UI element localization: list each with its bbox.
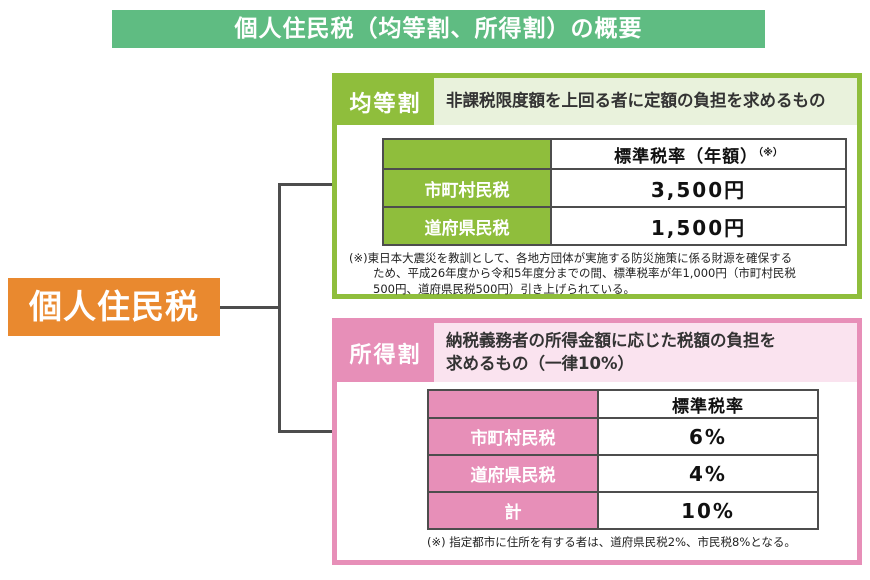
table-header-rate-cell: 標準税率（年額）（※）	[550, 138, 847, 170]
table-row: 道府県民税 4%	[427, 454, 819, 493]
kintowari-label: 均等割	[337, 78, 434, 125]
table-row: 計 10%	[427, 491, 819, 530]
shotokuwari-table: 標準税率 市町村民税 6% 道府県民税 4% 計 10%	[427, 389, 819, 530]
connector-vertical	[278, 183, 281, 433]
footnote-line: 500円、道府県民税500円）引き上げられている。	[373, 281, 636, 296]
rate-header-label: 標準税率（年額）	[614, 146, 759, 167]
table-header-empty-cell	[382, 138, 552, 170]
kintowari-table: 標準税率（年額）（※） 市町村民税 3,500円 道府県民税 1,500円	[382, 138, 847, 246]
table-header-row: 標準税率	[427, 389, 819, 419]
row-value: 3,500円	[550, 168, 847, 208]
table-row: 道府県民税 1,500円	[382, 206, 847, 246]
kintowari-section: 均等割 非課税限度額を上回る者に定額の負担を求めるもの 標準税率（年額）（※） …	[332, 73, 862, 299]
footnote-line: ため、平成26年度から令和5年度分までの間、標準税率が年1,000円（市町村民税	[373, 266, 796, 281]
table-header-rate-cell: 標準税率	[597, 389, 819, 419]
rate-header-label: 標準税率	[672, 396, 744, 417]
kintowari-description: 非課税限度額を上回る者に定額の負担を求めるもの	[434, 78, 857, 125]
footnote-line: (※)東日本大震災を教訓として、各地方団体が実施する防災施策に係る財源を確保する	[349, 251, 793, 265]
shotokuwari-description-line: 求めるもの（一律10%）	[446, 353, 634, 373]
table-row: 市町村民税 6%	[427, 417, 819, 456]
connector-branch-top	[281, 183, 332, 186]
row-label: 道府県民税	[382, 206, 552, 246]
shotokuwari-footnote: (※) 指定都市に住所を有する者は、道府県民税2%、市民税8%となる。	[427, 535, 796, 549]
connector-branch-bottom	[281, 430, 332, 433]
table-header-row: 標準税率（年額）（※）	[382, 138, 847, 170]
row-value: 1,500円	[550, 206, 847, 246]
shotokuwari-label: 所得割	[337, 323, 434, 382]
row-label: 市町村民税	[382, 168, 552, 208]
row-label: 市町村民税	[427, 417, 599, 456]
rate-header-note: （※）	[758, 146, 783, 158]
page-title: 個人住民税（均等割、所得割）の概要	[112, 10, 765, 48]
table-row: 市町村民税 3,500円	[382, 168, 847, 208]
row-value: 4%	[597, 454, 819, 493]
row-value: 10%	[597, 491, 819, 530]
kintowari-footnote: (※)東日本大震災を教訓として、各地方団体が実施する防災施策に係る財源を確保する…	[349, 251, 854, 297]
row-label: 計	[427, 491, 599, 530]
root-node-kojin-juminzei: 個人住民税	[8, 278, 220, 336]
table-header-empty-cell	[427, 389, 599, 419]
row-value: 6%	[597, 417, 819, 456]
shotokuwari-description: 納税義務者の所得金額に応じた税額の負担を 求めるもの（一律10%）	[434, 323, 857, 382]
shotokuwari-header: 所得割 納税義務者の所得金額に応じた税額の負担を 求めるもの（一律10%）	[337, 323, 857, 382]
connector-root-horizontal	[220, 306, 278, 309]
kintowari-description-text: 非課税限度額を上回る者に定額の負担を求めるもの	[446, 91, 826, 111]
row-label: 道府県民税	[427, 454, 599, 493]
shotokuwari-section: 所得割 納税義務者の所得金額に応じた税額の負担を 求めるもの（一律10%） 標準…	[332, 318, 862, 565]
kintowari-header: 均等割 非課税限度額を上回る者に定額の負担を求めるもの	[337, 78, 857, 125]
shotokuwari-description-line: 納税義務者の所得金額に応じた税額の負担を	[446, 331, 776, 351]
